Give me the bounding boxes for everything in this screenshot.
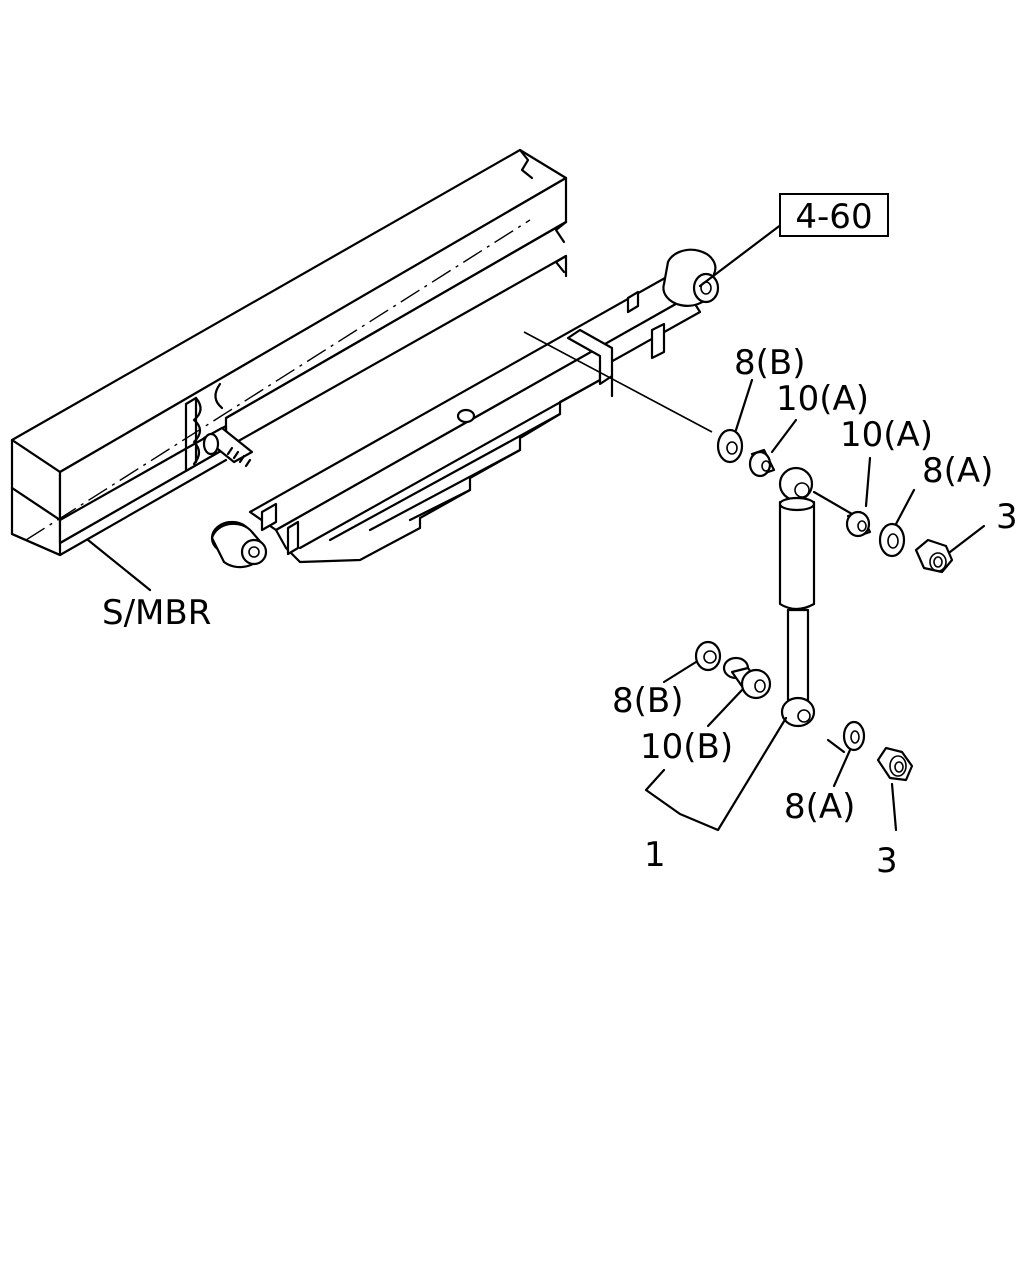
bushing-10a-upper	[748, 448, 776, 478]
label-8a-lower: 8(A)	[784, 787, 855, 827]
label-10b-lower: 10(B)	[640, 727, 733, 767]
reference-box: 4-60	[779, 193, 889, 237]
label-8b-upper: 8(B)	[734, 343, 806, 383]
label-s-mbr: S/MBR	[102, 593, 211, 633]
label-3-lower: 3	[876, 841, 898, 881]
label-10a-right: 10(A)	[840, 415, 933, 455]
washer-8b-upper	[716, 428, 744, 464]
side-member-frame	[10, 148, 568, 557]
nut-3-upper	[914, 538, 954, 574]
washer-8a-lower	[842, 720, 866, 752]
shock-absorber	[778, 466, 816, 728]
label-10a-upper: 10(A)	[776, 379, 869, 419]
leaf-spring	[210, 248, 720, 569]
reference-box-text: 4-60	[795, 197, 872, 237]
bushing-10b-lower	[722, 656, 772, 700]
label-3-upper: 3	[996, 497, 1018, 537]
washer-8b-lower	[694, 640, 722, 672]
label-8a-upper: 8(A)	[922, 451, 993, 491]
label-8b-lower: 8(B)	[612, 681, 684, 721]
bushing-10a-right	[845, 510, 872, 538]
washer-8a-upper	[878, 522, 906, 558]
label-1: 1	[644, 835, 666, 875]
nut-3-lower	[876, 746, 914, 782]
leader-lines	[86, 222, 986, 832]
